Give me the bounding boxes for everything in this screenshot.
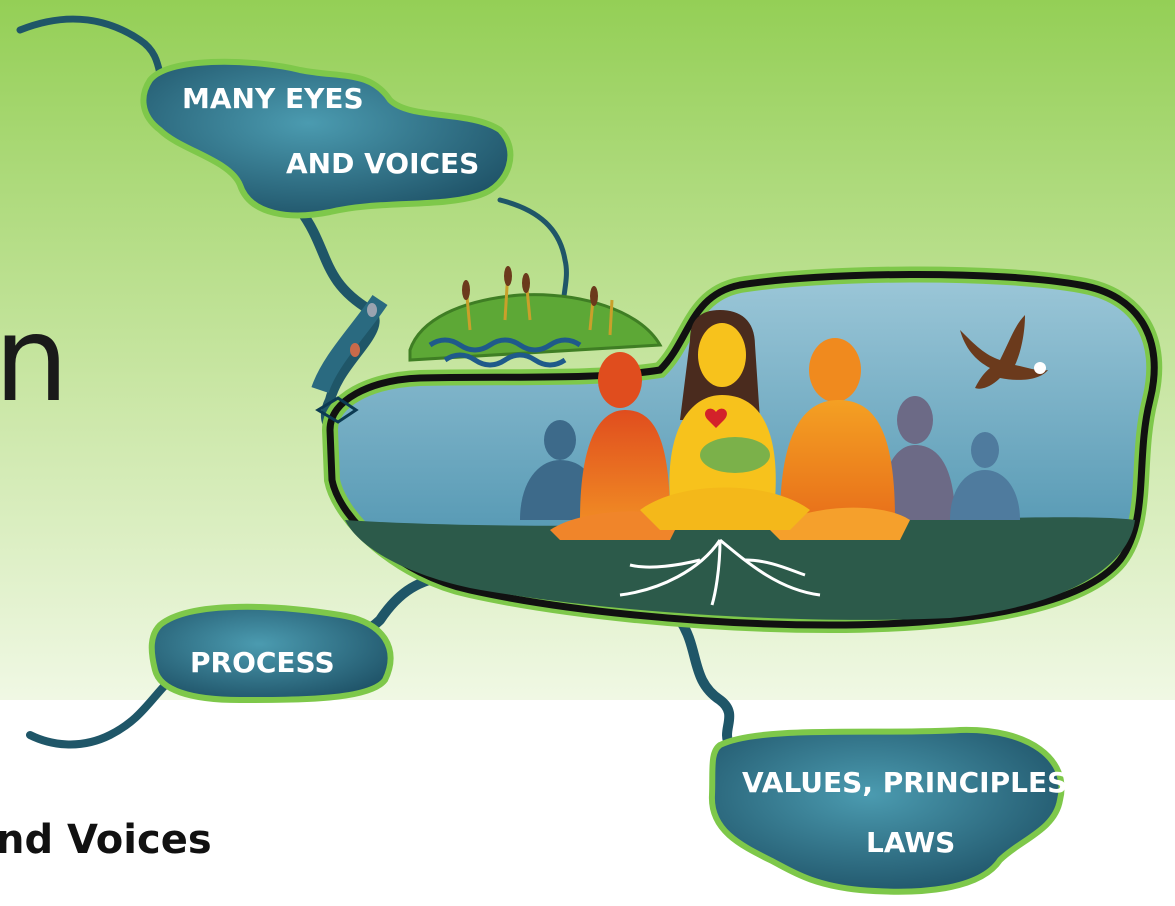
river-stones <box>311 294 388 424</box>
eagle <box>960 315 1048 389</box>
marsh-reeds <box>408 266 663 368</box>
river-process-tail <box>26 676 174 749</box>
values-line1: VALUES, PRINCIPLES, <box>742 766 1078 799</box>
page-subtitle-fragment: nd Voices <box>0 817 212 863</box>
many-eyes-bubble: MANY EYES AND VOICES <box>140 58 514 219</box>
people-group <box>520 310 1020 540</box>
many-eyes-line2: AND VOICES <box>286 147 479 180</box>
values-bubble: VALUES, PRINCIPLES, LAWS <box>708 726 1078 895</box>
process-bubble: PROCESS <box>148 603 394 704</box>
many-eyes-line1: MANY EYES <box>182 82 364 115</box>
values-line2: LAWS <box>866 826 955 859</box>
river-values <box>675 615 735 750</box>
process-label: PROCESS <box>190 646 335 679</box>
page-heading-fragment: n <box>0 290 69 428</box>
